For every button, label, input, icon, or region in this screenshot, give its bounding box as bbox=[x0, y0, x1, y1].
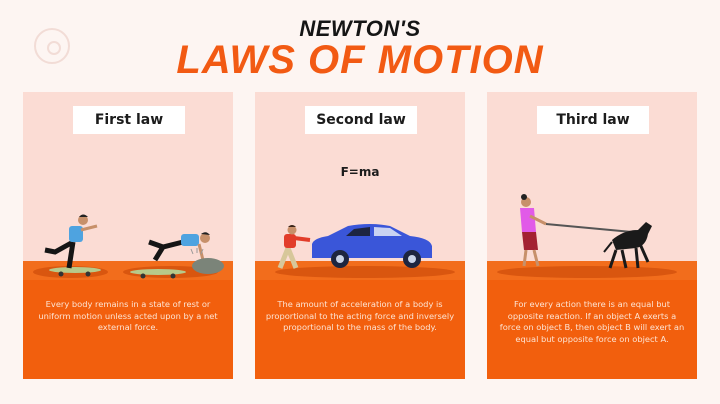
third-law-card: Third law For every action there is an e… bbox=[487, 92, 697, 379]
ground-shadow bbox=[497, 266, 677, 278]
second-law-card: Second law F=ma The amount of accelerati… bbox=[255, 92, 465, 379]
third-law-description: For every action there is an equal but o… bbox=[487, 280, 697, 379]
man-pushing-car-illustration-icon bbox=[277, 224, 432, 269]
planet-decoration-icon bbox=[34, 28, 70, 64]
second-law-label: Second law bbox=[305, 106, 417, 134]
ground-shadow bbox=[275, 266, 455, 278]
woman-walking-dog-illustration-icon bbox=[520, 194, 652, 269]
formula-text: F=ma bbox=[340, 165, 380, 179]
title-line-1: NEWTON'S bbox=[299, 16, 421, 41]
second-law-description: The amount of acceleration of a body is … bbox=[255, 280, 465, 379]
first-law-description: Every body remains in a state of rest or… bbox=[23, 280, 233, 379]
page-title: LAWS OF MOTION bbox=[176, 38, 544, 82]
first-law-card: First law Every body remains in a state … bbox=[23, 92, 233, 379]
skateboarder-illustration-icon bbox=[44, 214, 224, 279]
first-law-label: First law bbox=[73, 106, 185, 134]
third-law-label: Third law bbox=[537, 106, 649, 134]
